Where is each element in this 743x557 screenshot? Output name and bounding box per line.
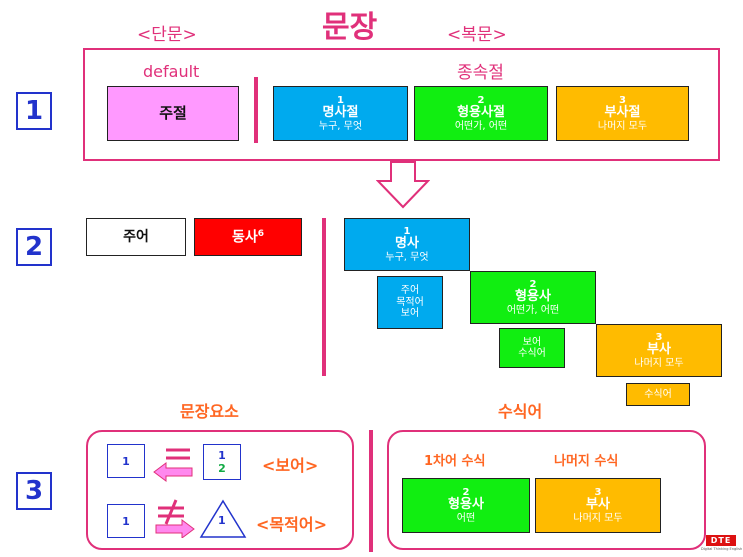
eq-right-top: 1: [218, 449, 226, 462]
adv-clause-name: 부사절: [604, 105, 641, 121]
verb-superscript: 6: [257, 228, 265, 239]
adv-role-modifier: 수식어: [644, 388, 672, 400]
adj-desc: 어떤가, 어떤: [506, 304, 560, 316]
adv-clause-desc: 나머지 모두: [597, 120, 648, 132]
modifier-adj-name: 형용사: [448, 497, 484, 513]
adv-clause-box: 3 부사절 나머지 모두: [556, 86, 689, 141]
adj-clause-name: 형용사절: [457, 105, 505, 121]
dte-logo: DTE: [706, 535, 736, 546]
adv-name: 부사: [647, 342, 671, 358]
adj-roles-box: 보어 수식어: [499, 328, 565, 368]
complex-sentence-label: <복문>: [447, 25, 507, 45]
modifier-title: 수식어: [498, 402, 543, 421]
noun-role-subject: 주어: [400, 285, 420, 297]
row-1-divider: [254, 77, 258, 143]
simple-sentence-label: <단문>: [137, 25, 197, 45]
complement-label: <보어>: [262, 456, 319, 475]
subject-box: 주어: [86, 218, 186, 256]
adj-box: 2 형용사 어떤가, 어떤: [470, 271, 596, 324]
down-arrow-icon: [376, 161, 430, 209]
adv-desc: 나머지 모두: [634, 357, 684, 369]
modifier-adj-box: 2 형용사 어떤: [402, 478, 530, 533]
verb-box: 동사6: [194, 218, 302, 256]
modifier-panel: [387, 430, 706, 550]
noun-name: 명사: [395, 236, 419, 252]
adv-roles-box: 수식어: [626, 383, 690, 406]
main-clause-label: 주절: [159, 103, 187, 122]
elements-panel: [86, 430, 354, 550]
eq-left-num: 1: [122, 454, 130, 468]
noun-clause-box: 1 명사절 누구, 무엇: [273, 86, 408, 141]
neq-left-num: 1: [122, 514, 130, 528]
noun-clause-name: 명사절: [322, 105, 359, 121]
noun-box: 1 명사 누구, 무엇: [344, 218, 470, 271]
noun-role-complement: 보어: [400, 308, 420, 320]
noun-roles-box: 주어 목적어 보어: [377, 276, 443, 329]
adv-clause-num: 3: [619, 94, 626, 106]
first-modifier-label: 1차어 수식: [424, 454, 486, 469]
eq-right-box: 1 2: [203, 444, 241, 480]
noun-desc: 누구, 무엇: [385, 251, 429, 263]
not-equal-arrow-icon: [155, 499, 195, 538]
adj-clause-desc: 어떤가, 어떤: [454, 120, 508, 132]
eq-left-box: 1: [107, 444, 145, 478]
adv-num: 3: [655, 331, 663, 343]
neq-right-num: 1: [218, 514, 226, 527]
row-1-frame: [83, 48, 720, 161]
noun-role-object: 목적어: [396, 296, 424, 308]
adj-clause-num: 2: [477, 94, 485, 106]
adj-role-complement: 보어: [522, 336, 542, 348]
main-clause-box: 주절: [107, 86, 239, 141]
noun-num: 1: [403, 225, 411, 237]
row-3-divider: [369, 430, 373, 552]
subordinate-clause-label: 종속절: [457, 63, 504, 83]
row-1-number: 1: [16, 92, 52, 130]
modifier-adv-box: 3 부사 나머지 모두: [535, 478, 661, 533]
object-label: <목적어>: [256, 515, 327, 534]
page-title: 문장: [322, 10, 378, 45]
row-2-divider: [322, 218, 326, 376]
row-3-number: 3: [16, 472, 52, 510]
modifier-adj-num: 2: [462, 486, 470, 498]
logo-caption: Digital Thinking English: [701, 547, 743, 551]
sentence-elements-title: 문장요소: [180, 402, 239, 421]
modifier-adv-name: 부사: [586, 497, 610, 513]
adj-num: 2: [529, 278, 537, 290]
adv-box: 3 부사 나머지 모두: [596, 324, 722, 377]
rest-modifier-label: 나머지 수식: [554, 454, 619, 469]
subject-label: 주어: [123, 228, 149, 245]
eq-right-bottom: 2: [218, 462, 226, 475]
row-2-number: 2: [16, 228, 52, 266]
adj-clause-box: 2 형용사절 어떤가, 어떤: [414, 86, 548, 141]
default-label: default: [143, 62, 200, 81]
adj-name: 형용사: [515, 289, 551, 305]
triangle-shape: [199, 499, 247, 538]
adj-role-modifier: 수식어: [518, 348, 546, 359]
verb-label: 동사6: [231, 228, 265, 246]
equal-arrow-icon: [153, 448, 193, 482]
modifier-adv-desc: 나머지 모두: [573, 512, 623, 524]
modifier-adj-desc: 어떤: [456, 512, 476, 524]
modifier-adv-num: 3: [594, 486, 602, 498]
neq-left-box: 1: [107, 504, 145, 538]
noun-clause-desc: 누구, 무엇: [318, 120, 363, 132]
noun-clause-num: 1: [337, 94, 344, 106]
